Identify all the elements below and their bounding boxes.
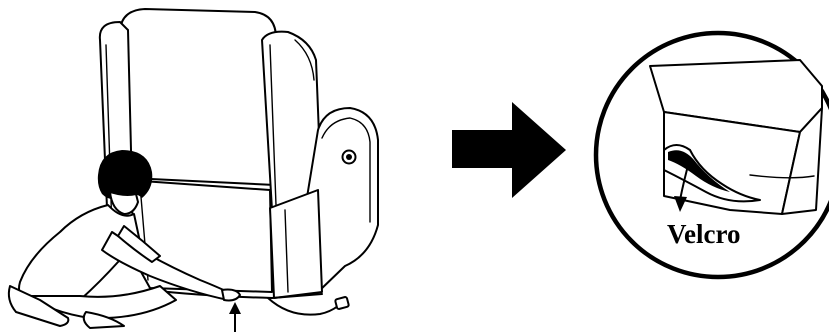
recliner-scene [9,9,378,332]
right-arrow-icon [452,102,566,198]
velcro-label: Velcro [667,219,741,249]
detail-callout: Velcro [596,33,829,277]
up-arrow-icon [229,302,241,332]
